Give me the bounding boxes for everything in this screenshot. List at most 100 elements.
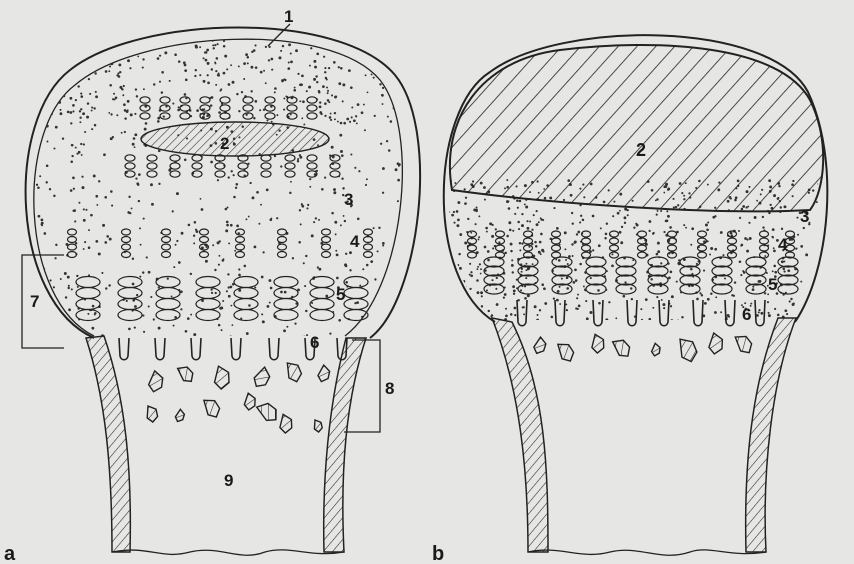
chondrocyte [196, 277, 220, 288]
stipple-dot [76, 51, 78, 53]
stipple-dot [270, 287, 273, 290]
stipple-dot [773, 250, 776, 253]
stipple-dot [557, 290, 560, 293]
stipple-dot [445, 212, 447, 214]
stipple-dot [509, 229, 512, 232]
stipple-dot [302, 100, 305, 103]
stipple-dot [777, 314, 780, 317]
stipple-dot [366, 178, 368, 180]
stipple-dot [650, 328, 653, 331]
chondrocyte [118, 277, 142, 288]
stipple-dot [34, 153, 37, 156]
stipple-dot [205, 260, 208, 263]
stipple-dot [124, 117, 126, 119]
stipple-dot [448, 277, 451, 280]
stipple-dot [387, 52, 389, 54]
stipple-dot [49, 188, 51, 190]
stipple-dot [112, 98, 114, 100]
stipple-dot [196, 230, 199, 233]
vascular-loop [593, 300, 603, 326]
stipple-dot [519, 200, 522, 203]
stipple-dot [118, 63, 121, 66]
stipple-dot [491, 279, 493, 281]
stipple-dot [457, 292, 459, 294]
stipple-dot [310, 47, 312, 49]
stipple-dot [157, 57, 160, 60]
stipple-dot [68, 48, 70, 50]
stipple-dot [382, 245, 384, 247]
stipple-dot [245, 114, 247, 116]
stipple-dot [218, 74, 220, 76]
stipple-dot [22, 238, 24, 240]
stipple-dot [109, 238, 112, 241]
stipple-dot [537, 314, 539, 316]
stipple-dot [374, 278, 376, 280]
stipple-dot [313, 60, 316, 63]
stipple-dot [37, 186, 40, 189]
stipple-dot [123, 103, 126, 106]
stipple-dot [720, 231, 723, 234]
stipple-dot [247, 56, 250, 59]
stipple-dot [475, 223, 477, 225]
stipple-dot [134, 146, 136, 148]
stipple-dot [127, 211, 130, 214]
stipple-dot [78, 202, 80, 204]
stipple-dot [115, 97, 118, 100]
chondrocyte [638, 252, 647, 258]
stipple-dot [262, 251, 264, 253]
stipple-dot [31, 187, 33, 189]
stipple-dot [318, 219, 320, 221]
stipple-dot [201, 208, 204, 211]
stipple-dot [319, 111, 322, 114]
stipple-dot [450, 241, 452, 243]
stipple-dot [144, 128, 147, 131]
stipple-dot [79, 53, 81, 55]
stipple-dot [263, 70, 265, 72]
stipple-dot [225, 229, 228, 232]
vascular-loop [231, 338, 241, 360]
stipple-dot [67, 64, 69, 66]
stipple-dot [510, 313, 513, 316]
stipple-dot [592, 249, 594, 251]
stipple-dot [67, 276, 70, 279]
stipple-dot [704, 302, 707, 305]
bone-fragment [734, 332, 754, 356]
stipple-dot [827, 255, 830, 258]
stipple-dot [789, 300, 791, 302]
stipple-dot [274, 87, 277, 90]
stipple-dot [491, 235, 494, 238]
stipple-dot [624, 216, 627, 219]
chondrocyte [122, 244, 131, 250]
stipple-dot [136, 95, 138, 97]
stipple-dot [457, 201, 460, 204]
stipple-dot [583, 285, 585, 287]
stipple-dot [457, 219, 460, 222]
stipple-dot [333, 191, 336, 194]
stipple-dot [44, 306, 47, 309]
stipple-dot [617, 212, 620, 215]
stipple-dot [63, 322, 65, 324]
stipple-dot [42, 59, 44, 61]
stipple-dot [782, 267, 785, 270]
chondrocyte [125, 155, 135, 161]
stipple-dot [226, 221, 229, 224]
chondrocyte [582, 252, 591, 258]
stipple-dot [473, 208, 476, 211]
stipple-dot [787, 269, 790, 272]
stipple-dot [543, 287, 546, 290]
stipple-dot [808, 323, 810, 325]
stipple-dot [393, 58, 396, 61]
stipple-dot [619, 231, 622, 234]
chondrocyte [236, 252, 245, 258]
stipple-dot [87, 313, 89, 315]
stipple-dot [401, 316, 404, 319]
stipple-dot [130, 113, 133, 116]
stipple-dot [662, 303, 665, 306]
stipple-dot [139, 276, 141, 278]
stipple-dot [662, 327, 665, 330]
chondrocyte [122, 237, 131, 243]
stipple-dot [60, 278, 62, 280]
secondary-ossification-center [141, 122, 329, 156]
stipple-dot [57, 86, 59, 88]
